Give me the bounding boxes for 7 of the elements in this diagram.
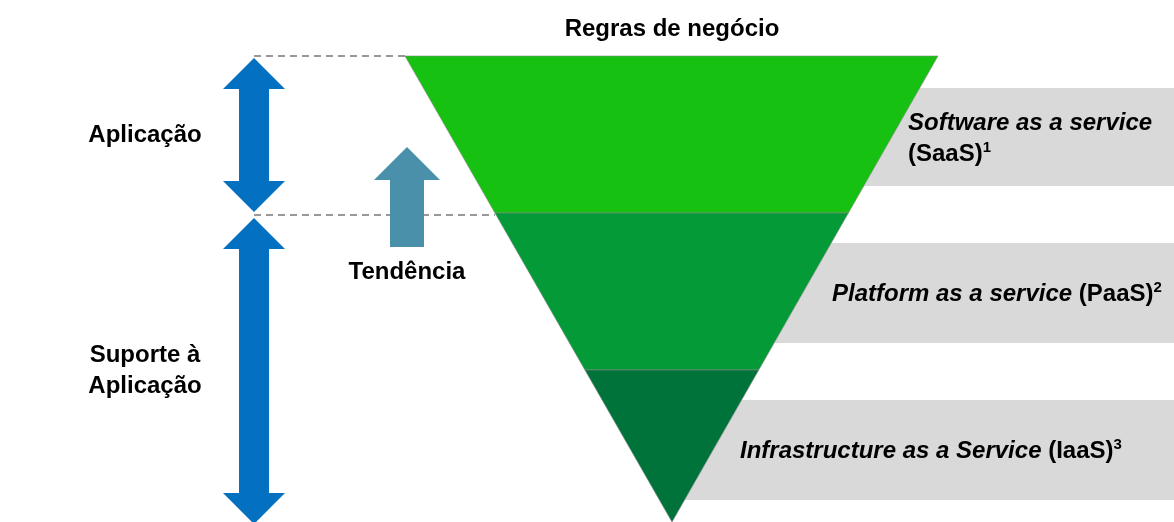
service-label-box: Software as a service (SaaS)$^{1}$: [863, 88, 1174, 186]
service-label-box: Platform as a service (PaaS)$^{2}$: [774, 243, 1174, 343]
funnel-heading: Regras de negócio: [563, 13, 781, 43]
trend-label: Tendência: [347, 256, 467, 286]
service-label-box: Infrastructure as a Service (IaaS)$^{3}$: [684, 400, 1174, 500]
layer-label: Suporte à Aplicação: [87, 339, 203, 401]
layer-label: Aplicação: [87, 119, 203, 149]
